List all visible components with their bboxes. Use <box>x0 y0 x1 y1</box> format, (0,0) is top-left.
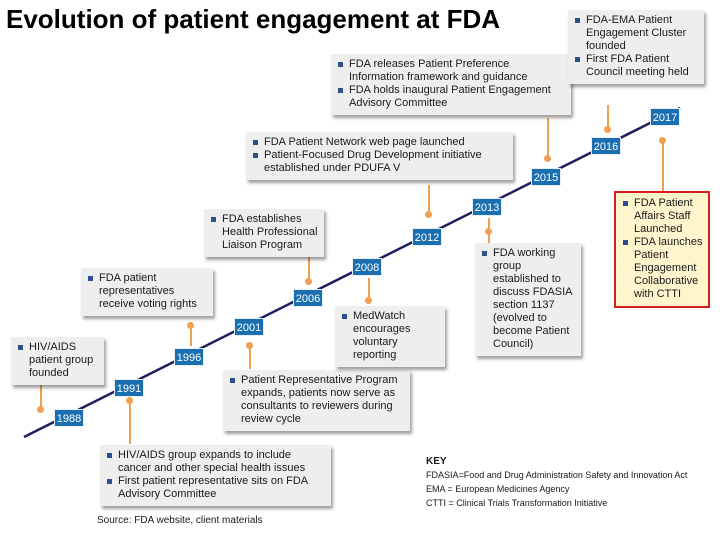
connector-dot-1991 <box>126 397 133 404</box>
key-line-ctti: CTTI = Clinical Trials Transformation In… <box>426 498 608 508</box>
connector-2017 <box>662 140 664 192</box>
connector-dot-2015 <box>544 155 551 162</box>
connector-dot-1996 <box>187 322 194 329</box>
event-item: FDA holds inaugural Patient Engagement A… <box>336 84 566 110</box>
year-badge-2013: 2013 <box>472 198 502 216</box>
connector-dot-2001 <box>246 342 253 349</box>
connector-1991 <box>129 400 131 444</box>
event-box-2015: FDA releases Patient Preference Informat… <box>331 54 571 115</box>
event-box-1991: HIV/AIDS group expands to include cancer… <box>100 445 331 506</box>
event-item: Patient Representative Program expands, … <box>228 374 405 426</box>
event-box-2001: Patient Representative Program expands, … <box>223 370 410 431</box>
event-item: FDA working group established to discuss… <box>480 247 576 351</box>
event-item: FDA establishes Health Professional Liai… <box>209 213 319 252</box>
year-badge-2016: 2016 <box>591 137 621 155</box>
key-legend: KEY FDASIA=Food and Drug Administration … <box>426 456 716 509</box>
event-box-2012: FDA Patient Network web page launched Pa… <box>246 132 513 180</box>
event-item: First FDA Patient Council meeting held <box>573 53 699 79</box>
connector-dot-2012 <box>425 211 432 218</box>
event-box-1996: FDA patient representatives receive voti… <box>81 268 213 316</box>
connector-2008 <box>368 278 370 300</box>
event-box-2013: FDA working group established to discuss… <box>475 243 581 356</box>
event-item: Patient-Focused Drug Development initiat… <box>251 149 508 175</box>
connector-dot-1988 <box>37 406 44 413</box>
year-badge-2012: 2012 <box>412 228 442 246</box>
year-badge-2008: 2008 <box>352 258 382 276</box>
connector-2001 <box>249 345 251 369</box>
source-note: Source: FDA website, client materials <box>97 515 263 526</box>
year-badge-1996: 1996 <box>174 348 204 366</box>
connector-2006 <box>308 250 310 284</box>
event-box-2006: FDA establishes Health Professional Liai… <box>204 209 324 257</box>
key-line-ema: EMA = European Medicines Agency <box>426 484 570 494</box>
event-item: MedWatch encourages voluntary reporting <box>340 310 440 362</box>
event-box-1988: HIV/AIDS patient group founded <box>11 337 104 385</box>
year-badge-2015: 2015 <box>531 168 561 186</box>
event-item: FDA Patient Affairs Staff Launched <box>621 197 703 236</box>
year-badge-2006: 2006 <box>293 289 323 307</box>
key-line-fdasia: FDASIA=Food and Drug Administration Safe… <box>426 470 688 480</box>
connector-dot-2006 <box>305 278 312 285</box>
key-title: KEY <box>426 456 447 467</box>
event-box-2017-highlighted: FDA Patient Affairs Staff Launched FDA l… <box>614 191 710 308</box>
connector-1988 <box>40 383 42 409</box>
page-title: Evolution of patient engagement at FDA <box>6 4 501 34</box>
year-badge-1988: 1988 <box>54 409 84 427</box>
connector-2012 <box>428 185 430 217</box>
connector-dot-2016 <box>604 126 611 133</box>
event-item: First patient representative sits on FDA… <box>105 475 326 501</box>
event-item: FDA releases Patient Preference Informat… <box>336 58 566 84</box>
event-item: FDA launches Patient Engagement Collabor… <box>621 236 703 301</box>
connector-dot-2013 <box>485 228 492 235</box>
connector-1996 <box>190 322 192 346</box>
year-badge-1991: 1991 <box>114 379 144 397</box>
event-box-2016: FDA-EMA Patient Engagement Cluster found… <box>568 10 704 84</box>
event-item: FDA Patient Network web page launched <box>251 136 508 149</box>
connector-2015 <box>547 118 549 160</box>
year-badge-2017: 2017 <box>650 108 680 126</box>
connector-dot-2008 <box>365 297 372 304</box>
connector-2016 <box>607 105 609 131</box>
event-item: FDA-EMA Patient Engagement Cluster found… <box>573 14 699 53</box>
event-item: HIV/AIDS patient group founded <box>16 341 99 380</box>
event-item: HIV/AIDS group expands to include cancer… <box>105 449 326 475</box>
connector-dot-2017 <box>659 137 666 144</box>
event-item: FDA patient representatives receive voti… <box>86 272 208 311</box>
event-box-2008: MedWatch encourages voluntary reporting <box>335 306 445 367</box>
year-badge-2001: 2001 <box>234 318 264 336</box>
